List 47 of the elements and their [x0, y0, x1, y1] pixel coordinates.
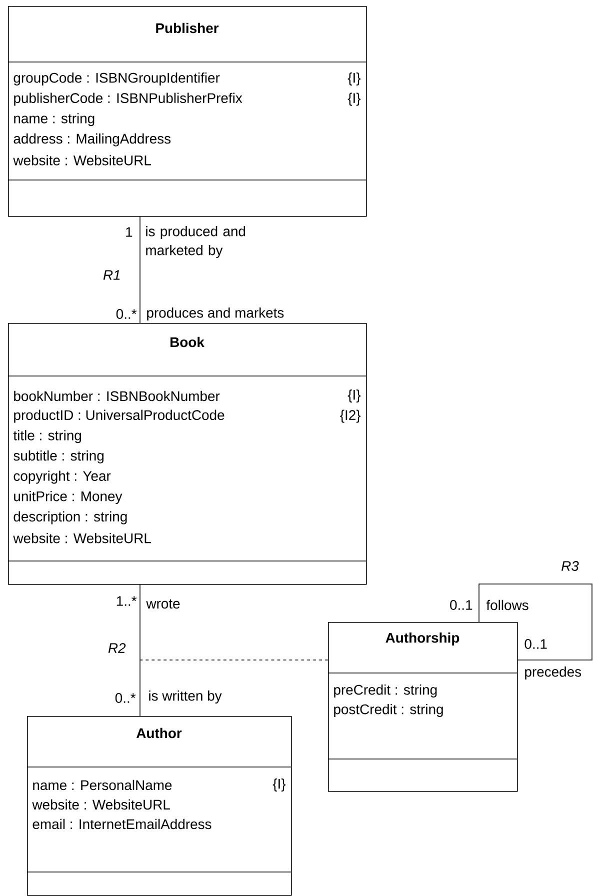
attribute-text: email : InternetEmailAddress [32, 818, 212, 830]
multiplicity-label: 0..1 [524, 639, 547, 649]
key-marker: {I} [348, 72, 361, 86]
key-marker: {I} [272, 778, 286, 792]
class-box [8, 6, 367, 217]
attribute-text: groupCode : ISBNGroupIdentifier [14, 72, 220, 86]
attribute-text: name : PersonalName [33, 780, 172, 790]
multiplicity-label: produces and markets [147, 308, 284, 320]
class-name: Authorship [386, 632, 460, 646]
attribute-text: website : WebsiteURL [13, 155, 151, 166]
class-box [26, 716, 292, 896]
attribute-text: copyright : Year [14, 470, 111, 484]
class-box [8, 323, 367, 585]
key-marker: {I} [348, 92, 361, 106]
attribute-text: address : MailingAddress [14, 133, 171, 146]
attribute-text: preCredit : string [334, 684, 437, 698]
relationship-label: R3 [562, 561, 579, 571]
attribute-text: website : WebsiteURL [32, 799, 170, 810]
relationship-label: R2 [108, 643, 126, 653]
multiplicity-label: 0..* [115, 693, 136, 703]
class-name: Author [136, 728, 182, 738]
class-name: Book [170, 336, 204, 348]
attribute-text: title : string [13, 430, 82, 444]
multiplicity-label: 1..* [116, 596, 137, 606]
class-name: Publisher [156, 22, 219, 34]
attribute-text: name : string [14, 113, 94, 126]
attribute-text: description : string [14, 511, 127, 524]
multiplicity-label: 0..* [116, 309, 137, 319]
association-loop [478, 584, 592, 660]
multiplicity-label: precedes [525, 666, 582, 680]
attribute-text: subtitle : string [14, 450, 104, 464]
attribute-text: postCredit : string [334, 704, 443, 717]
attribute-text: publisherCode : ISBNPublisherPrefix [14, 92, 242, 106]
multiplicity-label: is produced and marketed by [146, 226, 246, 258]
relationship-label: R1 [103, 270, 120, 280]
attribute-text: bookNumber : ISBNBookNumber [14, 390, 220, 402]
key-marker: {I2} [340, 410, 361, 423]
attribute-text: unitPrice : Money [14, 491, 122, 504]
multiplicity-label: is written by [149, 690, 222, 704]
key-marker: {I} [348, 390, 361, 402]
multiplicity-label: wrote [146, 599, 180, 609]
class-box [328, 622, 518, 792]
attribute-text: website : WebsiteURL [13, 532, 151, 544]
multiplicity-label: 1 [126, 227, 132, 237]
attribute-text: productID : UniversalProductCode [14, 410, 224, 423]
multiplicity-label: follows [486, 600, 528, 610]
multiplicity-label: 0..1 [450, 600, 472, 610]
